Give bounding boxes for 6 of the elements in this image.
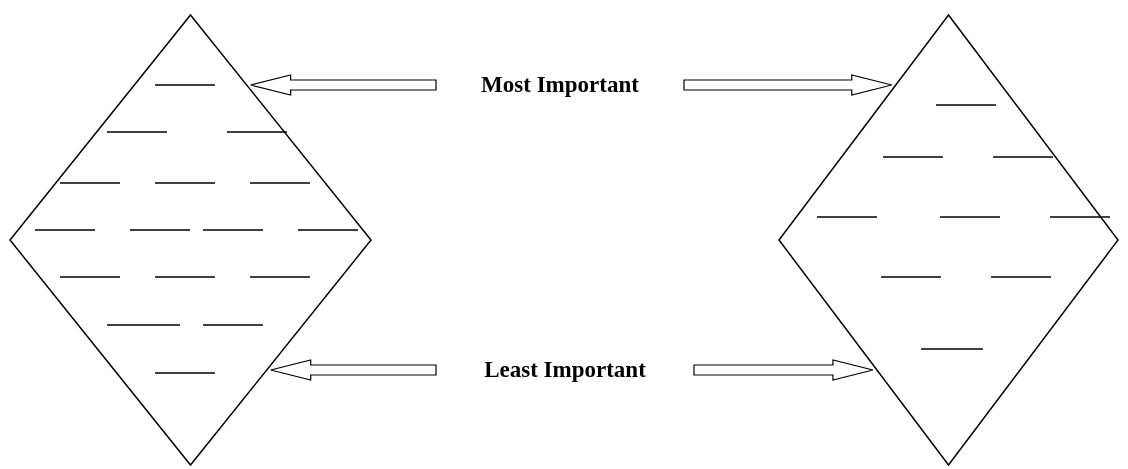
label-text: Least Important — [440, 352, 690, 388]
block-arrow — [250, 74, 437, 96]
block-arrow — [683, 74, 893, 96]
label-text: Most Important — [440, 67, 680, 103]
block-arrow — [270, 359, 437, 381]
block-arrow — [693, 359, 874, 381]
